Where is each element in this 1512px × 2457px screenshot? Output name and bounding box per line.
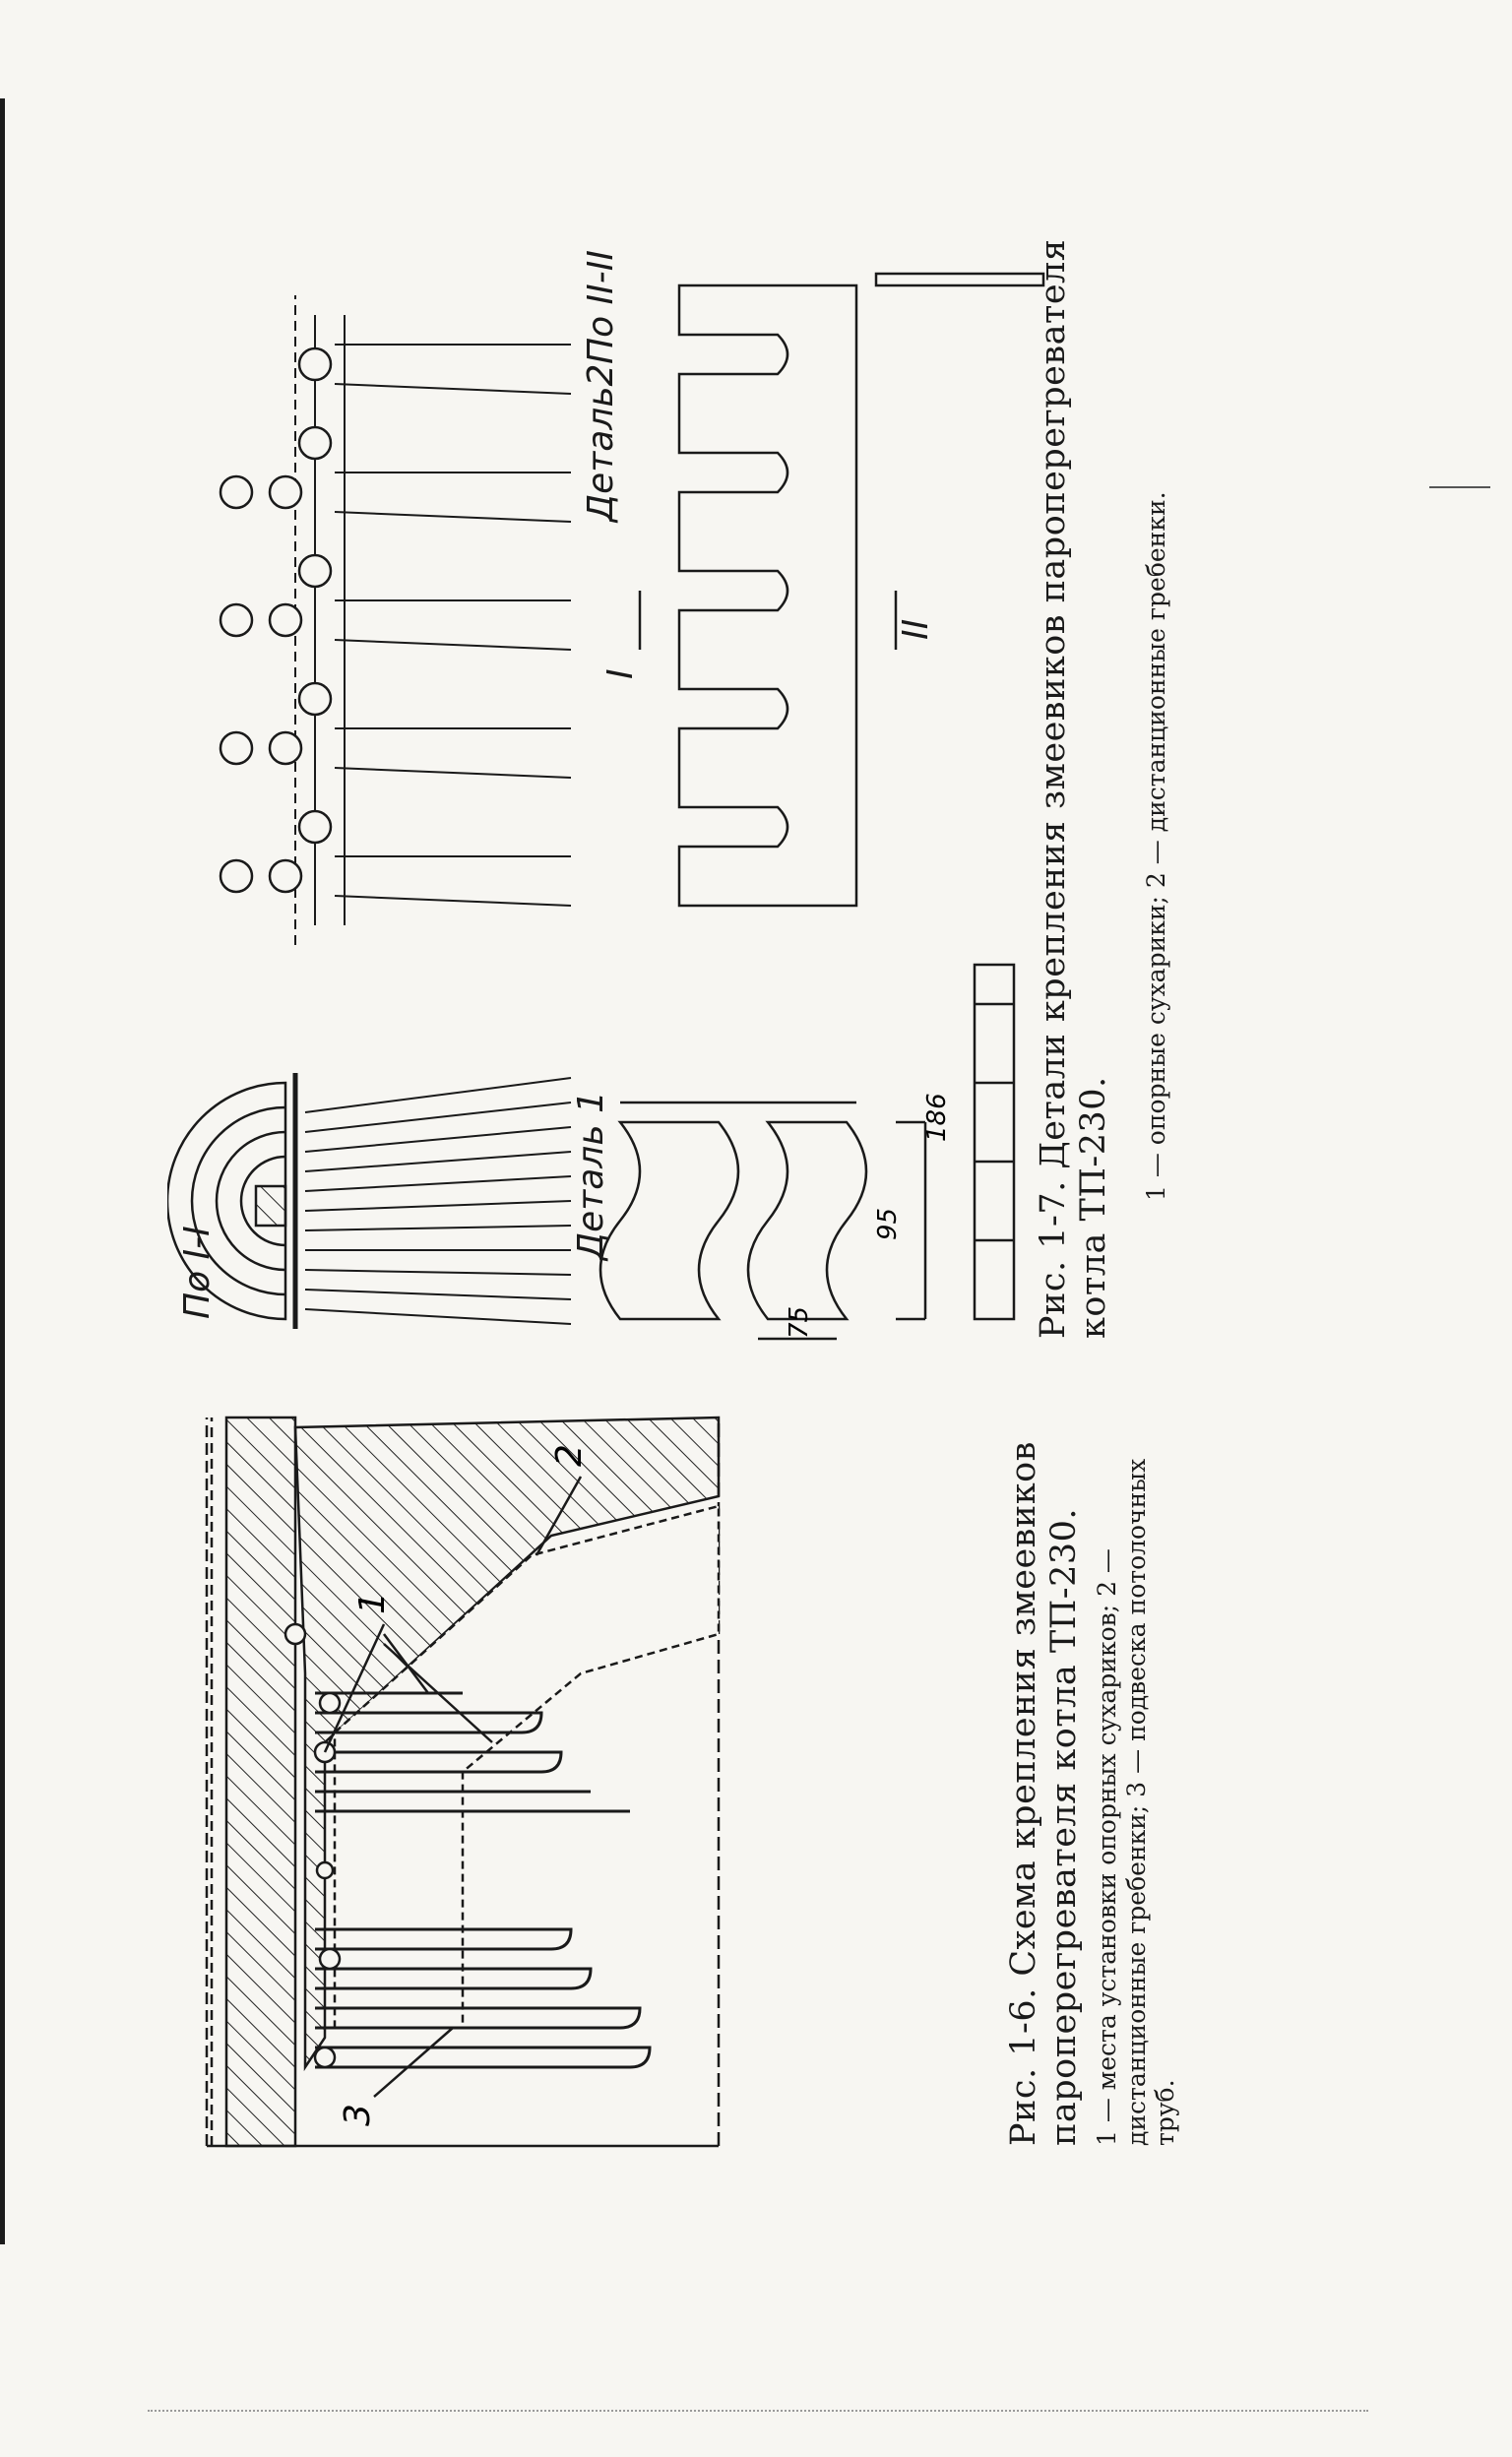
callout-1: 1 bbox=[352, 1592, 393, 1614]
cut-mark-2: II bbox=[896, 618, 936, 640]
cut-mark-1: I bbox=[600, 668, 641, 679]
margin-mark bbox=[1429, 486, 1490, 488]
view-1-1-drawing bbox=[167, 1073, 572, 1329]
view-1-1-label: По I-I bbox=[177, 1226, 218, 1319]
detail-2-label: Деталь2 bbox=[581, 363, 621, 522]
bottom-dotted-line bbox=[148, 2410, 1368, 2412]
callout-3: 3 bbox=[338, 2104, 378, 2126]
figure-6-drawing bbox=[205, 1416, 721, 2148]
callout-2: 2 bbox=[549, 1444, 590, 1467]
dimension-width: 75 bbox=[785, 1306, 814, 1339]
view-2-2-label: По II-II bbox=[581, 250, 621, 364]
detail-1-drawing bbox=[598, 963, 1016, 1341]
detail-2-drawing bbox=[638, 272, 1045, 908]
technical-drawing: 1 2 3 bbox=[167, 272, 1045, 2148]
scan-edge-bar bbox=[0, 98, 5, 2244]
figure-6-caption-legend: 1 — места установки опорных сухариков; 2… bbox=[1093, 1458, 1179, 2146]
figure-7-caption-title: Рис. 1-7. Детали крепления змеевиков пар… bbox=[1034, 238, 1114, 1339]
figure-7-caption-legend: 1 — опорные сухарики; 2 — дистанционные … bbox=[1142, 491, 1170, 1201]
dimension-95: 95 bbox=[873, 1208, 903, 1240]
dimension-186: 186 bbox=[922, 1093, 952, 1142]
rotated-content: 1 2 3 bbox=[167, 226, 1191, 2185]
figure-6-caption-title: Рис. 1-6. Схема крепления змеевиков паро… bbox=[1004, 1441, 1085, 2146]
detail-1-label: Деталь 1 bbox=[571, 1091, 611, 1260]
clamp-row-drawing bbox=[219, 295, 572, 945]
